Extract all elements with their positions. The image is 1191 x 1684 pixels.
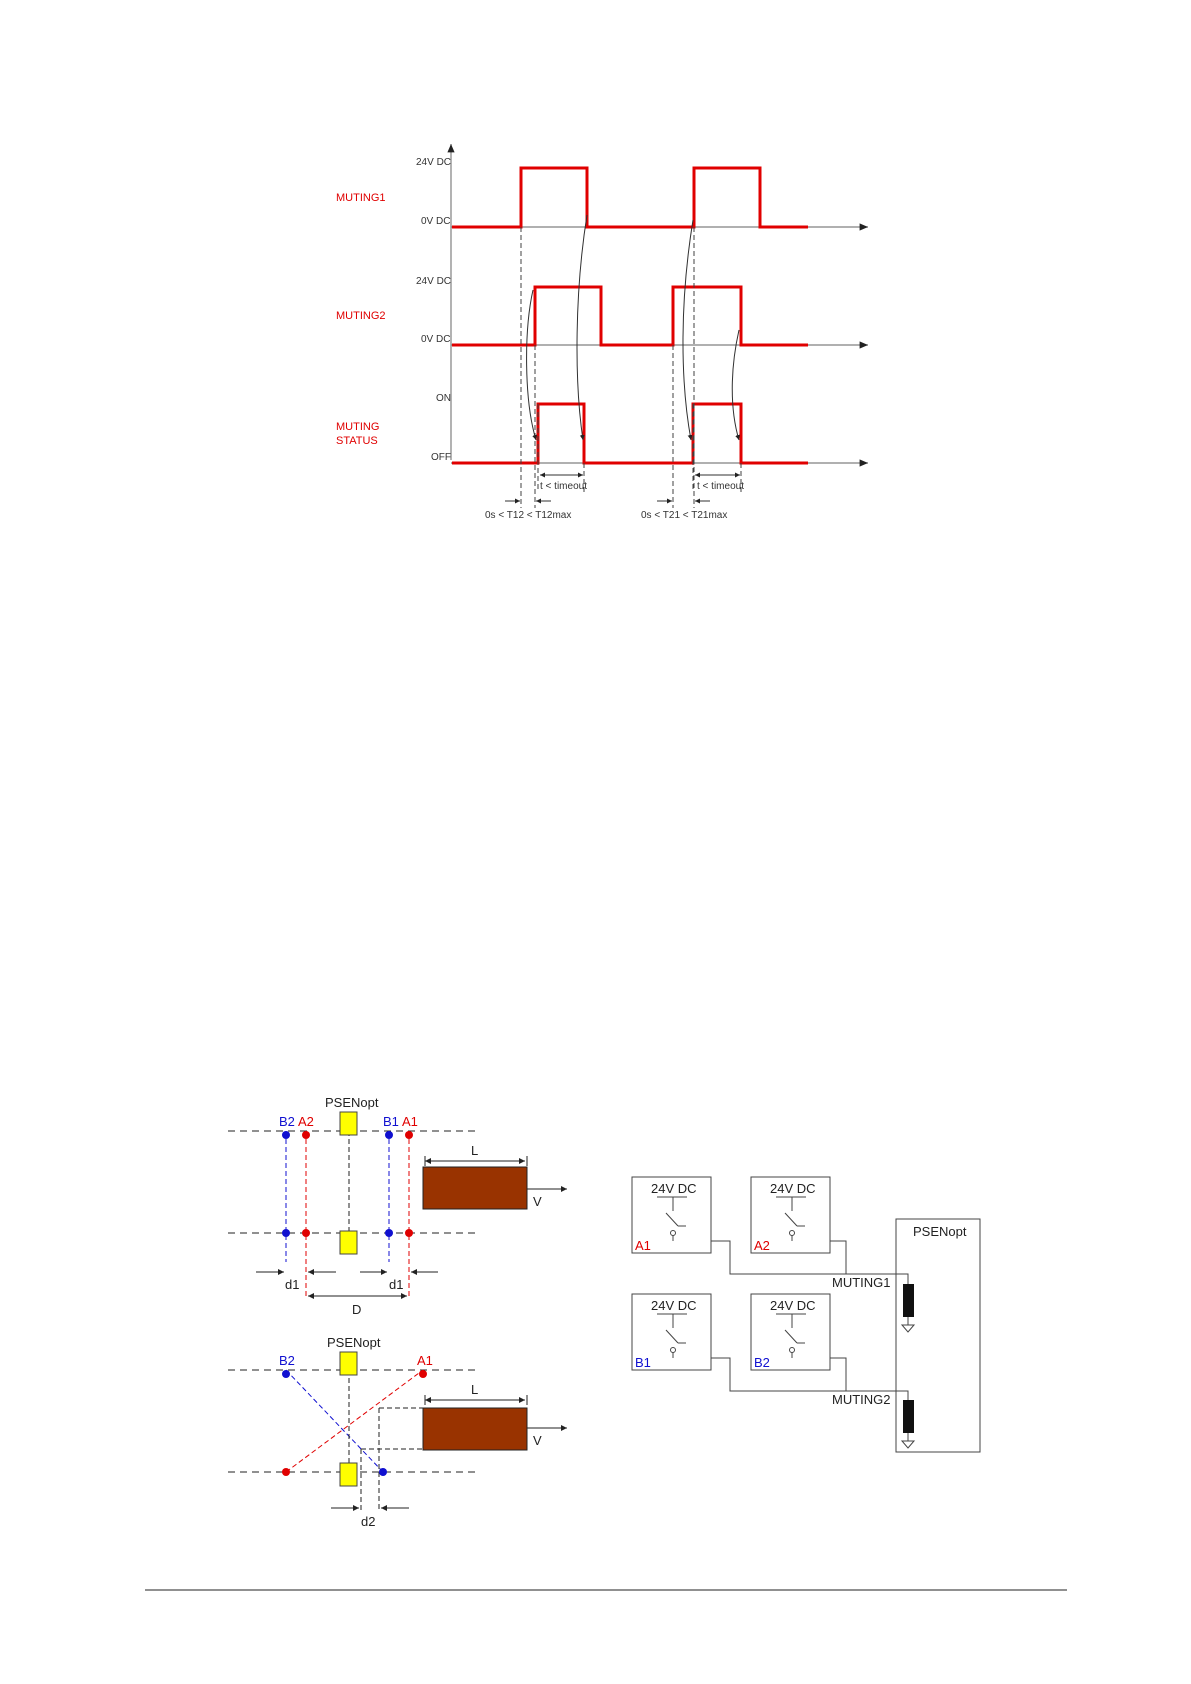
sensor-a1-label: A1 bbox=[402, 1114, 418, 1129]
muting2-label: MUTING2 bbox=[336, 310, 386, 322]
supply-label-b2: 24V DC bbox=[770, 1298, 816, 1313]
sensor-a2-label: A2 bbox=[298, 1114, 314, 1129]
sensor-a1-box-label: A1 bbox=[635, 1238, 651, 1253]
muting-status-label-line1: MUTING bbox=[336, 421, 379, 433]
sensor-b2-dot bbox=[282, 1229, 290, 1237]
sensor-b2-label: B2 bbox=[279, 1114, 295, 1129]
sensor-a1-box bbox=[632, 1177, 711, 1253]
sensor-b2-label: B2 bbox=[279, 1353, 295, 1368]
muting2-wire-b2 bbox=[830, 1358, 846, 1391]
psenopt-receiver-bottom bbox=[340, 1463, 357, 1486]
sensor-a2-box-label: A2 bbox=[754, 1238, 770, 1253]
t12-label: 0s < T12 < T12max bbox=[485, 510, 571, 521]
switch-symbol-a2 bbox=[776, 1197, 806, 1241]
switch-symbol-a1 bbox=[657, 1197, 687, 1241]
muting1-wire-a1 bbox=[711, 1241, 908, 1284]
psenopt-emitter-top bbox=[340, 1112, 357, 1135]
supply-label-a2: 24V DC bbox=[770, 1181, 816, 1196]
sensor-b2-box bbox=[751, 1294, 830, 1370]
psenopt-box-label: PSENopt bbox=[913, 1224, 967, 1239]
ground-symbol-1 bbox=[902, 1317, 914, 1332]
object-length-label: L bbox=[471, 1382, 478, 1397]
muting-status-label-line2: STATUS bbox=[336, 435, 378, 447]
cross-beam-b2 bbox=[286, 1370, 383, 1472]
object-velocity-label: V bbox=[533, 1433, 542, 1448]
timeout-a-label: t < timeout bbox=[540, 481, 587, 492]
conveyed-object-bottom bbox=[423, 1408, 527, 1450]
muting2-wire-b1 bbox=[711, 1358, 908, 1400]
t21-label: 0s < T21 < T21max bbox=[641, 510, 727, 521]
sensor-b2-box-label: B2 bbox=[754, 1355, 770, 1370]
psenopt-label-bottom: PSENopt bbox=[327, 1335, 381, 1350]
psenopt-label-top: PSENopt bbox=[325, 1095, 379, 1110]
sensor-a1-dot bbox=[282, 1468, 290, 1476]
timeout-b-label: t < timeout bbox=[697, 481, 744, 492]
object-length-label: L bbox=[471, 1143, 478, 1158]
sensor-a1-label: A1 bbox=[417, 1353, 433, 1368]
muting-timing-diagram: MUTING1 MUTING2 MUTING STATUS 24V DC 0V … bbox=[0, 0, 1191, 560]
d1-left-label: d1 bbox=[285, 1277, 299, 1292]
muting2-low-level: 0V DC bbox=[421, 334, 450, 345]
switch-symbol-b1 bbox=[657, 1314, 687, 1358]
d2-label: d2 bbox=[361, 1514, 375, 1529]
cause-arc bbox=[683, 220, 693, 440]
muting1-low-level: 0V DC bbox=[421, 216, 450, 227]
psenopt-emitter-bottom bbox=[340, 1352, 357, 1375]
sensor-b2-dot bbox=[282, 1370, 290, 1378]
cause-arc bbox=[732, 330, 739, 440]
muting2-input-coil bbox=[903, 1400, 914, 1433]
psenopt-receiver-top bbox=[340, 1231, 357, 1254]
muting1-wire-a2 bbox=[830, 1241, 846, 1274]
sensor-a2-dot bbox=[302, 1229, 310, 1237]
sensor-b1-box-label: B1 bbox=[635, 1355, 651, 1370]
status-off-level: OFF bbox=[431, 452, 451, 463]
muting1-input-coil bbox=[903, 1284, 914, 1317]
muting1-high-level: 24V DC bbox=[416, 157, 451, 168]
sensor-a1-dot bbox=[419, 1370, 427, 1378]
muting1-signal bbox=[452, 168, 808, 227]
supply-label-b1: 24V DC bbox=[651, 1298, 697, 1313]
muting2-high-level: 24V DC bbox=[416, 276, 451, 287]
sensor-b1-dot bbox=[385, 1131, 393, 1139]
cross-beam-a1 bbox=[286, 1370, 423, 1472]
sensor-a2-box bbox=[751, 1177, 830, 1253]
object-velocity-label: V bbox=[533, 1194, 542, 1209]
sensor-b1-dot bbox=[385, 1229, 393, 1237]
sensor-b2-dot bbox=[282, 1131, 290, 1139]
distance-d-label: D bbox=[352, 1302, 361, 1317]
d1-right-label: d1 bbox=[389, 1277, 403, 1292]
psenopt-box bbox=[896, 1219, 980, 1452]
conveyed-object-top bbox=[423, 1167, 527, 1209]
muting1-input-label: MUTING1 bbox=[832, 1275, 891, 1290]
switch-symbol-b2 bbox=[776, 1314, 806, 1358]
supply-label-a1: 24V DC bbox=[651, 1181, 697, 1196]
cause-arc bbox=[577, 215, 587, 440]
muting2-signal bbox=[452, 287, 808, 345]
muting1-label: MUTING1 bbox=[336, 192, 386, 204]
sensor-a1-dot bbox=[405, 1131, 413, 1139]
sensor-b1-box bbox=[632, 1294, 711, 1370]
status-on-level: ON bbox=[436, 393, 451, 404]
sensor-b1-label: B1 bbox=[383, 1114, 399, 1129]
ground-symbol-2 bbox=[902, 1433, 914, 1448]
sensor-a1-dot bbox=[405, 1229, 413, 1237]
sensor-a2-dot bbox=[302, 1131, 310, 1139]
sensor-b2-dot bbox=[379, 1468, 387, 1476]
muting-status-signal bbox=[452, 404, 808, 463]
muting2-input-label: MUTING2 bbox=[832, 1392, 891, 1407]
